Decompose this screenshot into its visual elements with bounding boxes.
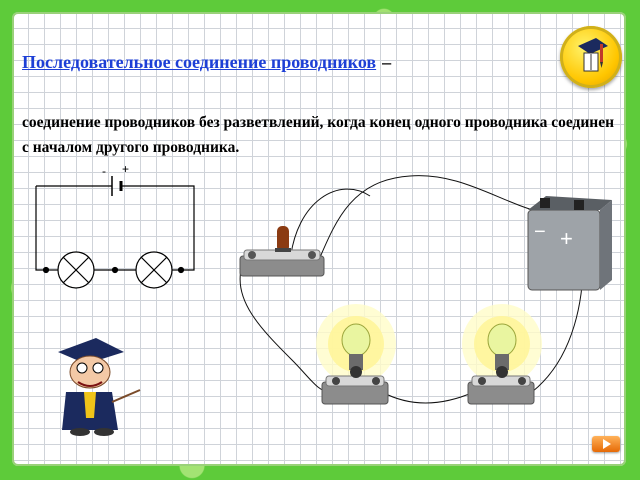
svg-text:+: +: [560, 226, 573, 251]
circuit-schematic: [35, 176, 195, 289]
switch-icon: [239, 226, 325, 277]
next-arrow-icon[interactable]: [592, 436, 620, 452]
slide-panel: [12, 12, 626, 466]
definition-text: соединение проводников без разветвлений,…: [22, 114, 615, 156]
lamp-icon: [462, 304, 542, 405]
schematic-lamp-1: [57, 251, 95, 289]
lamp-icon: [316, 304, 396, 405]
professor-icon: [58, 338, 141, 436]
title-line: Последовательное соединение проводников–: [22, 52, 391, 73]
school-logo-icon: [560, 26, 622, 88]
battery-plus-label: +: [122, 162, 130, 176]
slide-title: Последовательное соединение проводников: [22, 52, 377, 72]
svg-text:−: −: [534, 221, 546, 243]
battery-minus-label: -: [102, 164, 106, 178]
battery-icon: − +: [527, 196, 612, 291]
title-dash: –: [382, 52, 392, 72]
schematic-lamp-2: [135, 251, 173, 289]
